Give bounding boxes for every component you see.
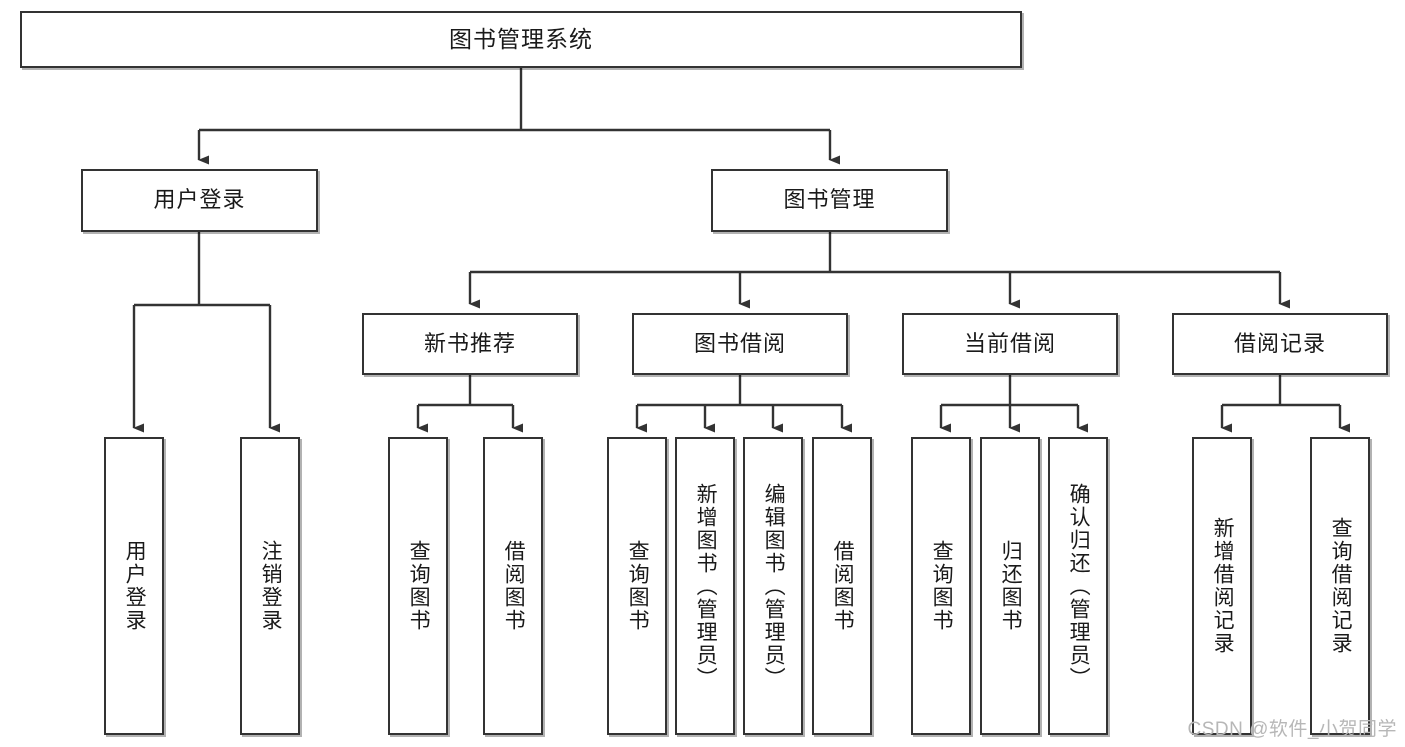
node-user-login[interactable]: 用户登录 <box>81 169 318 232</box>
node-book-management[interactable]: 图书管理 <box>711 169 948 232</box>
leaf-borrow-record-add-record[interactable]: 新增借阅记录 <box>1192 437 1252 735</box>
node-label: 图书借阅 <box>693 330 786 356</box>
node-label: 查询借阅记录 <box>1329 517 1353 655</box>
node-label: 借阅图书 <box>502 540 526 632</box>
leaf-user-login-logout[interactable]: 注销登录 <box>240 437 300 735</box>
node-book-borrow[interactable]: 图书借阅 <box>632 313 848 375</box>
node-label: 确认归还（管理员） <box>1067 482 1091 690</box>
node-label: 新书推荐 <box>423 330 516 356</box>
node-root-book-management-system[interactable]: 图书管理系统 <box>20 11 1022 68</box>
node-label: 新增图书（管理员） <box>694 482 718 690</box>
leaf-current-borrow-query-book[interactable]: 查询图书 <box>911 437 971 735</box>
node-label: 图书管理系统 <box>449 25 593 52</box>
leaf-book-borrow-edit-book-admin[interactable]: 编辑图书（管理员） <box>743 437 803 735</box>
leaf-current-borrow-confirm-return-admin[interactable]: 确认归还（管理员） <box>1048 437 1108 735</box>
node-label: 编辑图书（管理员） <box>762 482 786 690</box>
leaf-borrow-record-query-record[interactable]: 查询借阅记录 <box>1310 437 1370 735</box>
leaf-current-borrow-return-book[interactable]: 归还图书 <box>980 437 1040 735</box>
node-current-borrow[interactable]: 当前借阅 <box>902 313 1118 375</box>
leaf-book-borrow-borrow-book[interactable]: 借阅图书 <box>812 437 872 735</box>
node-label: 查询图书 <box>930 540 954 632</box>
node-label: 借阅记录 <box>1233 330 1326 356</box>
node-label: 借阅图书 <box>831 540 855 632</box>
node-label: 用户登录 <box>153 187 246 213</box>
node-new-book-recommend[interactable]: 新书推荐 <box>362 313 578 375</box>
node-label: 查询图书 <box>626 540 650 632</box>
node-label: 当前借阅 <box>963 330 1056 356</box>
leaf-new-book-query-book[interactable]: 查询图书 <box>388 437 448 735</box>
node-label: 图书管理 <box>783 187 876 213</box>
node-label: 用户登录 <box>123 540 147 632</box>
node-label: 归还图书 <box>999 540 1023 632</box>
leaf-new-book-borrow-book[interactable]: 借阅图书 <box>483 437 543 735</box>
node-label: 注销登录 <box>259 540 283 632</box>
node-borrow-record[interactable]: 借阅记录 <box>1172 313 1388 375</box>
node-label: 查询图书 <box>407 540 431 632</box>
leaf-book-borrow-add-book-admin[interactable]: 新增图书（管理员） <box>675 437 735 735</box>
leaf-book-borrow-query-book[interactable]: 查询图书 <box>607 437 667 735</box>
node-label: 新增借阅记录 <box>1211 517 1235 655</box>
leaf-user-login-login[interactable]: 用户登录 <box>104 437 164 735</box>
